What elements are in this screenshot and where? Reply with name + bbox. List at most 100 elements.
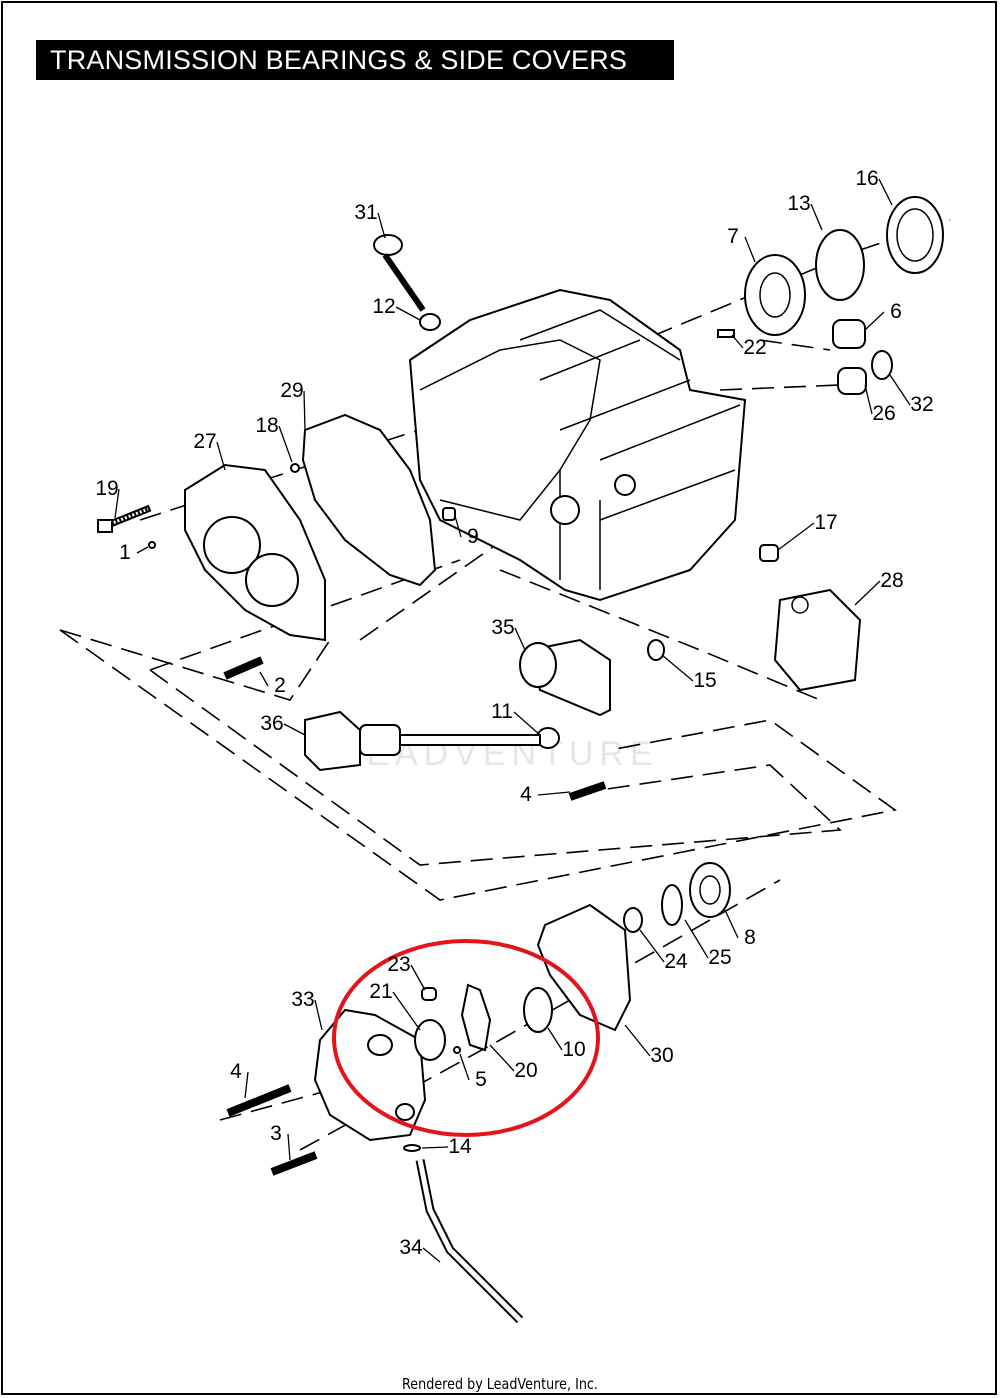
callout-21: 21 [369,980,392,1003]
leader-line-16 [878,178,893,206]
leader-line-32 [889,374,911,406]
leader-line-15 [661,654,694,682]
leader-line-7 [744,236,756,263]
leader-line-34 [422,1247,441,1263]
screw-19 [97,504,152,533]
callout-30: 30 [650,1044,673,1067]
leader-line-31 [377,212,386,239]
pin-17 [759,544,779,562]
leader-line-19 [114,488,120,519]
highlight-ellipse [332,939,600,1137]
callout-36: 36 [260,712,283,735]
leader-line-30 [624,1024,651,1057]
callout-11: 11 [491,700,513,723]
bearing-8 [689,862,731,918]
screw-4-lower [226,1084,292,1117]
callout-26: 26 [872,402,895,425]
bearing-6 [832,319,866,349]
callout-15: 15 [693,669,716,692]
callout-28: 28 [880,569,903,592]
leader-line-1 [136,546,149,554]
transmission-case [408,288,747,602]
callout-20: 20 [514,1059,537,1082]
dipstick-31 [373,234,441,331]
callout-4: 4 [520,783,532,806]
leader-line-33 [314,999,323,1031]
callout-24: 24 [664,950,688,973]
leader-line-36 [283,723,306,736]
callout-18: 18 [255,414,278,437]
leader-line-21 [392,991,421,1031]
retaining-ring-10 [523,987,553,1033]
screw-3 [270,1151,318,1176]
o-ring-15 [647,639,665,661]
leader-line-4 [244,1071,249,1099]
leader-line-8 [724,909,739,939]
leader-line-26 [864,384,873,415]
callout-16: 16 [855,167,878,190]
callout-31: 31 [354,201,377,224]
retaining-ring-25 [661,884,683,926]
callout-25: 25 [708,946,731,969]
lever-20 [460,983,492,1052]
callout-1: 1 [119,541,131,564]
callout-35: 35 [491,616,514,639]
callout-10: 10 [562,1038,585,1061]
leader-line-11 [513,711,541,736]
retaining-ring-13 [815,229,865,301]
callout-3: 3 [270,1122,282,1145]
leader-line-24 [639,929,665,963]
seal-32 [871,350,893,380]
callout-2: 2 [274,674,286,697]
callout-33: 33 [291,988,314,1011]
leader-line-2 [259,671,269,687]
callout-17: 17 [814,511,837,534]
side-cover-33 [313,1008,427,1142]
callout-7: 7 [727,225,739,248]
callout-32: 32 [910,393,933,416]
leader-line-35 [514,627,526,651]
screw-4-upper [568,781,607,801]
leader-line-27 [216,441,226,471]
callout-27: 27 [193,430,216,453]
callout-34: 34 [399,1236,423,1259]
leader-line-28 [854,580,881,606]
nut-23 [421,987,437,1001]
drain-plug-36 [304,710,541,772]
gasket-30 [536,903,632,1032]
washer-21 [414,1019,446,1061]
callout-19: 19 [95,477,118,500]
adapter-35 [519,638,611,717]
callout-12: 12 [372,295,395,318]
callout-6: 6 [890,300,902,323]
leader-line-20 [489,1044,515,1072]
seal-16 [886,196,944,274]
leader-line-13 [810,203,823,231]
bearing-7 [744,254,806,336]
callout-9: 9 [467,525,479,548]
ball-5 [453,1046,461,1054]
leader-line-25 [684,919,709,959]
callout-5: 5 [475,1068,487,1091]
callout-22: 22 [743,336,766,359]
leader-line-17 [777,522,815,551]
callout-23: 23 [387,953,410,976]
leader-line-9 [454,515,462,538]
leader-line-4 [537,791,571,796]
screw-2 [223,656,264,680]
footer-credit: Rendered by LeadVenture, Inc. [402,1375,598,1393]
bearing-24 [623,907,643,933]
leader-line-10 [547,1027,563,1051]
bushing-26 [837,367,867,395]
leader-line-29 [303,390,306,431]
leader-line-23 [410,964,426,991]
callout-labels: 3112292718191971316622322617283515236114… [95,167,934,1263]
leader-line-12 [395,306,421,321]
leader-line-5 [459,1053,470,1081]
callout-4: 4 [230,1060,242,1083]
cable-34 [415,1159,524,1324]
leader-line-14 [421,1146,449,1149]
